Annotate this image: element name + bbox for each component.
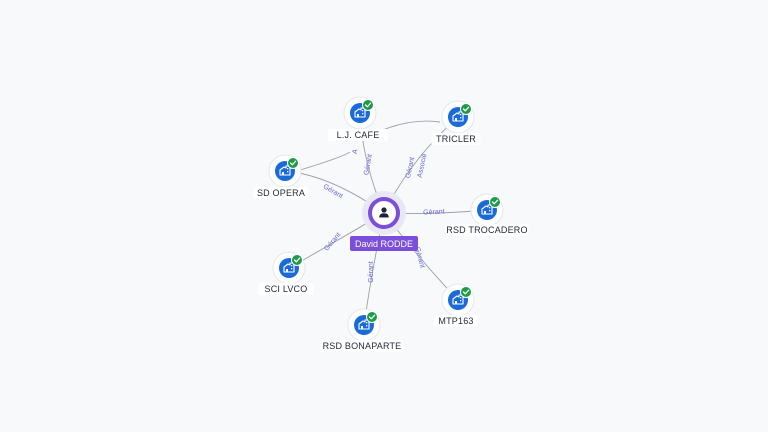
building-icon (358, 319, 370, 330)
company-name: SD OPERA (257, 188, 305, 198)
center-label-bg (350, 236, 418, 251)
nodes-layer: L.J. CAFE TRICLER SD OPERA RSD TROCADERO SCI… (253, 96, 529, 352)
building-icon (354, 107, 366, 118)
edge-label-tricler: Gérant (405, 156, 416, 178)
building-icon (481, 204, 493, 215)
company-node-rsd-bonaparte[interactable]: RSD BONAPARTE (320, 308, 404, 352)
verified-check-icon (489, 196, 501, 208)
company-label-bg (258, 283, 314, 295)
building-icon (452, 111, 464, 122)
company-node-rsd-trocadero[interactable]: RSD TROCADERO (445, 193, 529, 236)
company-name: L.J. CAFE (337, 130, 380, 140)
center-person-node[interactable]: David RODDE (350, 191, 418, 251)
company-label-bg (445, 224, 529, 236)
company-node-mtp163[interactable]: MTP163 (434, 283, 478, 327)
company-node-l-j-cafe[interactable]: L.J. CAFE (327, 96, 389, 141)
edge-sdopera-ljcafe (299, 151, 351, 171)
company-name: RSD BONAPARTE (323, 341, 402, 351)
company-label-bg (431, 133, 481, 145)
building-icon (452, 294, 464, 305)
person-icon (379, 207, 389, 218)
company-node-sci-lvco[interactable]: SCI LVCO (258, 251, 314, 295)
building-icon (279, 165, 291, 176)
edge-label-tricler: Associé (417, 153, 429, 179)
edge-label-rsd-bonaparte: Gérant (368, 261, 375, 282)
company-node-sd-opera[interactable]: SD OPERA (253, 154, 309, 199)
center-node-inner (372, 201, 396, 225)
company-name: TRICLER (436, 134, 476, 144)
verified-check-icon (362, 99, 374, 111)
edge-label-sd-opera: Gérant (322, 183, 344, 200)
building-icon (283, 262, 295, 273)
verified-check-icon (287, 157, 299, 169)
center-name: David RODDE (355, 239, 413, 249)
company-name: RSD TROCADERO (446, 225, 527, 235)
edge-label-l-j-cafe: A (352, 149, 360, 155)
verified-check-icon (460, 103, 472, 115)
company-name: SCI LVCO (265, 284, 308, 294)
edge-label-sci-lvco: Gérant (323, 232, 342, 253)
company-node-tricler[interactable]: TRICLER (431, 100, 481, 145)
verified-check-icon (366, 311, 378, 323)
company-label-bg (434, 315, 478, 327)
edge-label-l-j-cafe: Gérant (363, 154, 374, 176)
company-label-bg (327, 129, 389, 141)
verified-check-icon (291, 254, 303, 266)
edge-label-rsd-trocadero: Gérant (423, 208, 445, 216)
company-label-bg (320, 340, 404, 352)
verified-check-icon (460, 286, 472, 298)
company-name: MTP163 (438, 316, 473, 326)
company-label-bg (253, 187, 309, 199)
